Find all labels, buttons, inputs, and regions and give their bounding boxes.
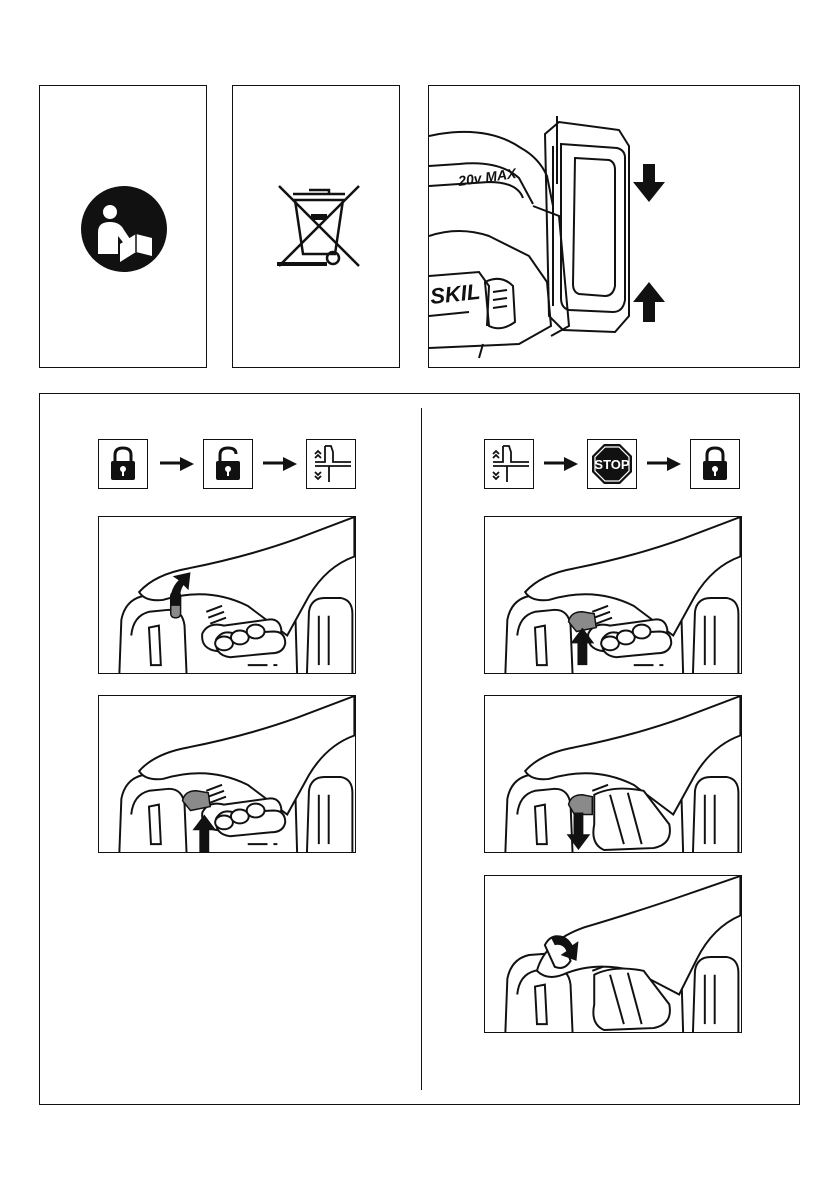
- stop-icon-box: STOP: [587, 439, 637, 489]
- hand-on-trigger-drawing: [485, 876, 741, 1032]
- hand-on-trigger-drawing: [485, 517, 741, 673]
- arrow-right-icon: [263, 456, 297, 472]
- switch-icon-box-2: [484, 439, 534, 489]
- switch-icon-box: [306, 439, 356, 489]
- read-manual-icon: [40, 86, 208, 369]
- hand-on-trigger-drawing: [99, 517, 355, 673]
- trigger-switch-icon: [485, 440, 533, 488]
- lock-icon-box: [98, 439, 148, 489]
- arrow-right-icon: [647, 456, 681, 472]
- arrow-right-icon: [160, 456, 194, 472]
- lock-icon-box-2: [690, 439, 740, 489]
- arrow-up-icon: [633, 282, 665, 322]
- padlock-open-icon: [204, 440, 252, 488]
- tool-battery-panel: 20v MAX SKIL: [428, 85, 800, 368]
- weee-panel: [232, 85, 400, 368]
- manual-panel: [39, 85, 207, 368]
- arrow-right-icon: [544, 456, 578, 472]
- crossed-bin-icon: [233, 86, 401, 369]
- panel-divider: [421, 408, 422, 1090]
- tool-battery-illustration: 20v MAX SKIL: [429, 86, 800, 368]
- trigger-down-illustration: [484, 695, 742, 853]
- padlock-closed-icon: [99, 440, 147, 488]
- padlock-closed-icon: [691, 440, 739, 488]
- press-trigger-illustration: [98, 695, 356, 853]
- unlock-step-illustration: [98, 516, 356, 674]
- unlock-icon-box: [203, 439, 253, 489]
- lock-step-illustration: [484, 875, 742, 1033]
- tool-brand-label: SKIL: [429, 279, 481, 309]
- hand-on-trigger-drawing: [485, 696, 741, 852]
- stop-label: STOP: [594, 457, 629, 472]
- stop-sign-icon: STOP: [588, 440, 636, 488]
- release-trigger-illustration: [484, 516, 742, 674]
- hand-on-trigger-drawing: [99, 696, 355, 852]
- trigger-switch-icon: [307, 440, 355, 488]
- arrow-down-icon: [633, 164, 665, 202]
